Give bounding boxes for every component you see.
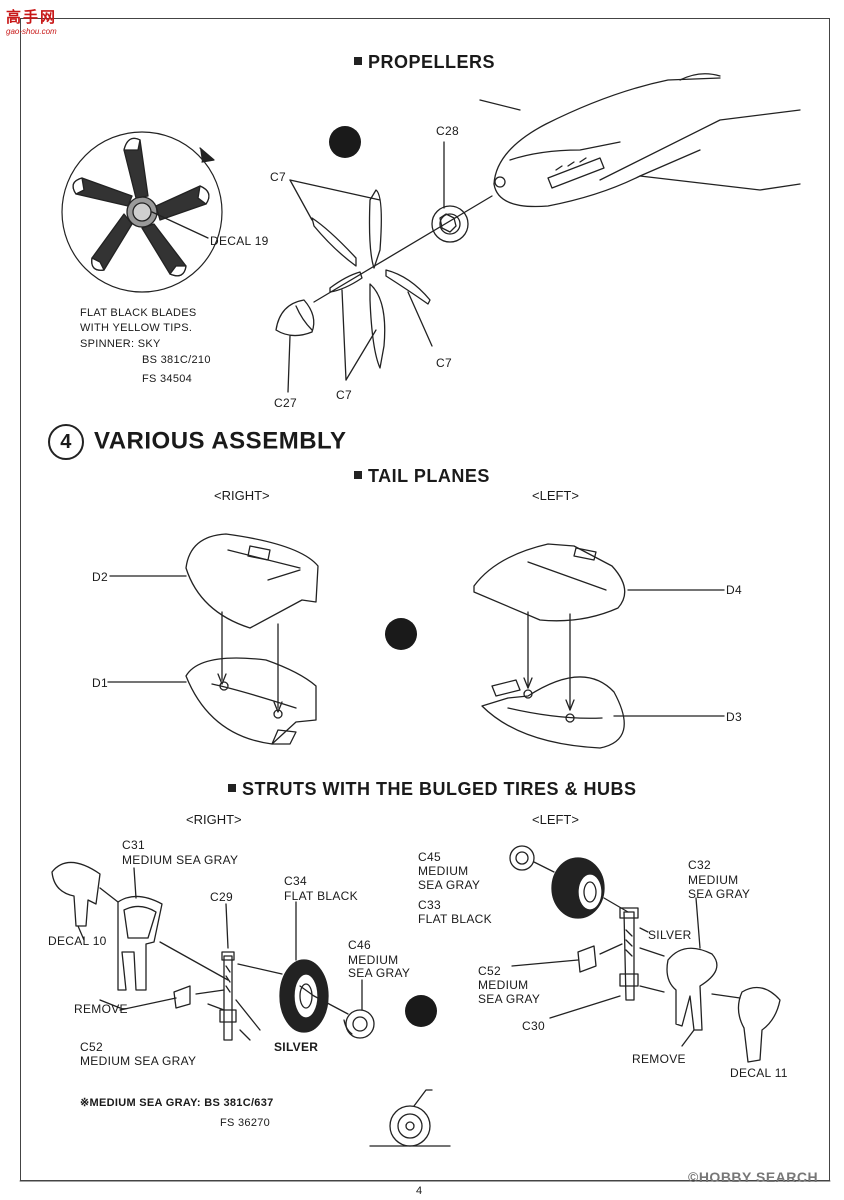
propeller-exploded — [275, 141, 493, 393]
struts-heading-text: STRUTS WITH THE BULGED TIRES & HUBS — [242, 779, 637, 799]
watermark: ©HOBBY SEARCH — [688, 1169, 819, 1185]
part-label-c29: C29 — [210, 890, 233, 904]
paint-note: WITH YELLOW TIPS. — [80, 322, 193, 334]
part-label-c27: C27 — [274, 396, 297, 410]
part-label-c32: C32 — [688, 858, 711, 872]
paint-label: SEA GRAY — [418, 878, 481, 892]
struts-heading: STRUTS WITH THE BULGED TIRES & HUBS — [228, 779, 637, 800]
part-label-c7: C7 — [436, 356, 452, 370]
paint-instruction-icon — [405, 995, 437, 1027]
part-label-c7: C7 — [336, 388, 352, 402]
decal-label: DECAL 10 — [48, 934, 107, 948]
part-label-c52: C52 — [478, 964, 501, 978]
side-label-left: <LEFT> — [532, 812, 579, 827]
bullet-square-icon — [354, 471, 362, 480]
decal-label: DECAL 19 — [210, 234, 269, 248]
part-label-c31: C31 — [122, 838, 145, 852]
propellers-heading: PROPELLERS — [354, 52, 495, 73]
step-title: 4 VARIOUS ASSEMBLY — [48, 424, 347, 460]
tail-plane-left — [473, 543, 725, 749]
decal-label: DECAL 11 — [730, 1066, 788, 1080]
part-label-c7: C7 — [270, 170, 286, 184]
paint-label-silver: SILVER — [648, 928, 692, 942]
paint-instruction-icon — [385, 618, 417, 650]
strut-assembly-left — [509, 845, 781, 1063]
logo-url: gao-shou.com — [6, 27, 57, 36]
part-label-c28: C28 — [436, 124, 459, 138]
wheel-detail — [369, 1089, 451, 1147]
paint-label: FLAT BLACK — [284, 889, 358, 903]
paint-label: MEDIUM SEA GRAY — [122, 853, 239, 867]
logo-brand: 高手网 — [6, 9, 58, 26]
part-label-c46: C46 — [348, 938, 371, 952]
paint-label: SEA GRAY — [688, 887, 751, 901]
part-label-c30: C30 — [522, 1019, 545, 1033]
paint-label: MEDIUM — [478, 978, 529, 992]
site-logo: 高手网 gao-shou.com — [6, 6, 72, 36]
paint-label: SEA GRAY — [348, 966, 411, 980]
part-label-c33: C33 — [418, 898, 441, 912]
step-title-text: VARIOUS ASSEMBLY — [94, 427, 347, 455]
part-label-d1: D1 — [92, 676, 108, 690]
page-number: 4 — [416, 1185, 423, 1197]
fuselage-nose — [479, 73, 801, 208]
paint-label: MEDIUM — [418, 864, 469, 878]
part-label-c45: C45 — [418, 850, 441, 864]
paint-instruction-icon — [329, 126, 361, 158]
side-label-left: <LEFT> — [532, 488, 579, 503]
paint-note: FS 34504 — [142, 373, 193, 385]
strut-assembly-right — [51, 861, 375, 1041]
tail-planes-heading: TAIL PLANES — [354, 466, 490, 487]
footnote: FS 36270 — [220, 1117, 271, 1129]
paint-label: SEA GRAY — [478, 992, 541, 1006]
remove-label: REMOVE — [74, 1002, 128, 1016]
bullet-square-icon — [354, 57, 362, 66]
tail-planes-heading-text: TAIL PLANES — [368, 466, 490, 486]
tail-plane-right — [107, 533, 319, 745]
paint-label-silver: SILVER — [274, 1040, 319, 1054]
side-label-right: <RIGHT> — [186, 812, 242, 827]
paint-note: FLAT BLACK BLADES — [80, 307, 197, 319]
part-label-c34: C34 — [284, 874, 307, 888]
paint-label: MEDIUM — [348, 953, 399, 967]
propellers-heading-text: PROPELLERS — [368, 52, 496, 72]
propeller-front-view — [61, 131, 223, 293]
side-label-right: <RIGHT> — [214, 488, 270, 503]
part-label-d2: D2 — [92, 570, 108, 584]
paint-label: FLAT BLACK — [418, 912, 492, 926]
part-label-d4: D4 — [726, 583, 742, 597]
paint-label: MEDIUM — [688, 873, 739, 887]
remove-label: REMOVE — [632, 1052, 686, 1066]
part-label-c52: C52 — [80, 1040, 103, 1054]
step-number: 4 — [48, 424, 84, 460]
part-label-d3: D3 — [726, 710, 742, 724]
paint-label: MEDIUM SEA GRAY — [80, 1054, 197, 1068]
footnote: ※MEDIUM SEA GRAY: BS 381C/637 — [80, 1097, 274, 1109]
paint-note: BS 381C/210 — [142, 354, 211, 366]
bullet-square-icon — [228, 784, 236, 793]
paint-note: SPINNER: SKY — [80, 338, 161, 350]
